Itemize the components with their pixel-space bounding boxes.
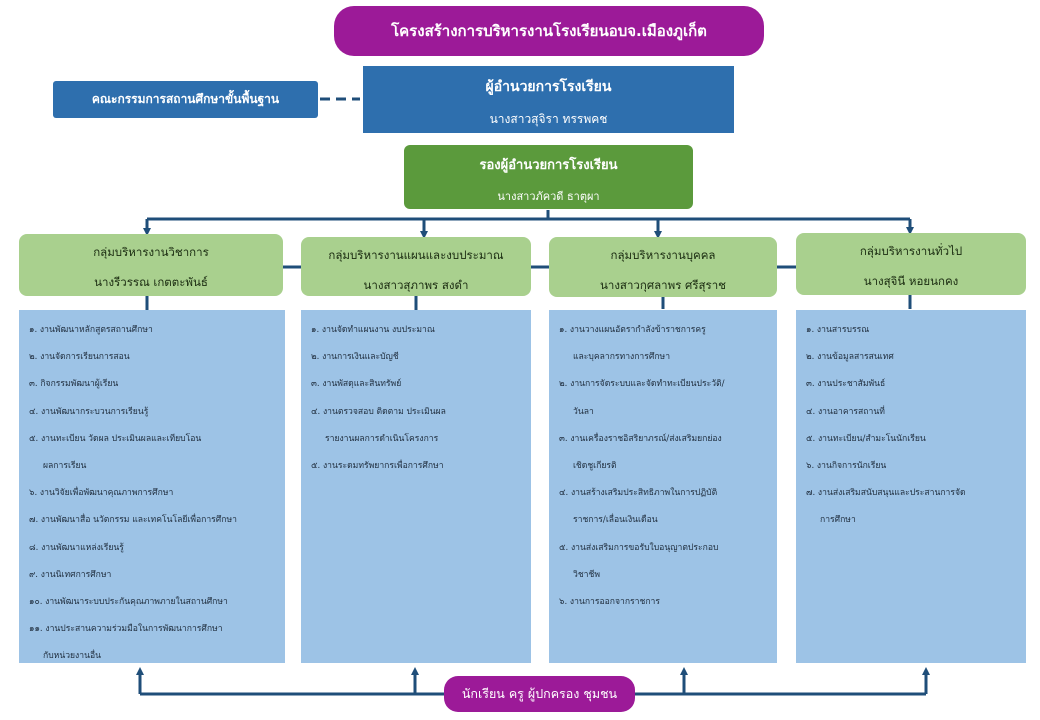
group-title: กลุ่มบริหารงานวิชาการ	[93, 245, 209, 259]
personnel-task-list: ๑. งานวางแผนอัตรากำลังข้าราชการครู และบุ…	[549, 310, 777, 663]
group-head: นางสุจินี หอยนกคง	[863, 274, 959, 288]
task-item: ๒. งานการเงินและบัญชี	[311, 352, 399, 363]
task-item: ๒. งานการจัดระบบและจัดทำทะเบียนประวัติ/	[559, 379, 725, 390]
task-item: ๕. งานทะเบียน วัดผล ประเมินผลและเทียบโอน	[29, 433, 202, 444]
task-item: ๖. งานการออกจากราชการ	[559, 597, 660, 608]
deputy-role: รองผู้อำนวยการโรงเรียน	[479, 158, 618, 173]
task-item: ๕. งานระดมทรัพยากรเพื่อการศึกษา	[311, 461, 444, 472]
task-item: ผลการเรียน	[43, 461, 87, 472]
general-task-list: ๑. งานสารบรรณ ๒. งานข้อมูลสารสนเทศ ๓. งา…	[796, 310, 1026, 663]
task-item: กับหน่วยงานอื่น	[43, 651, 101, 662]
task-item: ๙. งานนิเทศการศึกษา	[29, 569, 112, 580]
director-name: นางสาวสุจิรา ทรรพคช	[489, 112, 608, 126]
task-item: และบุคลากรทางการศึกษา	[573, 352, 671, 363]
director-role: ผู้อำนวยการโรงเรียน	[485, 79, 612, 95]
task-item: ๓. งานเครื่องราชอิสริยาภรณ์/ส่งเสริมยกย่…	[559, 433, 722, 444]
task-item: การศึกษา	[820, 515, 856, 526]
task-item: ๗. งานพัฒนาสื่อ นวัตกรรม และเทคโนโลยีเพื…	[29, 515, 237, 526]
budget-task-list: ๑. งานจัดทำแผนงาน งบประมาณ ๒. งานการเงิน…	[301, 310, 531, 663]
deputy-box: รองผู้อำนวยการโรงเรียน นางสาวภัควดี ธาตุ…	[404, 145, 693, 209]
group-head: นางสาวกุศลาพร ศรีสุราช	[600, 278, 726, 292]
chart-title: โครงสร้างการบริหารงานโรงเรียนอบจ.เมืองภู…	[334, 6, 764, 56]
task-item: ๔. งานอาคารสถานที่	[806, 406, 885, 417]
task-item: ๒. งานข้อมูลสารสนเทศ	[806, 352, 894, 363]
task-item: ๑. งานวางแผนอัตรากำลังข้าราชการครู	[559, 325, 706, 335]
task-item: ๑. งานจัดทำแผนงาน งบประมาณ	[311, 325, 435, 335]
task-item: ๔. งานตรวจสอบ ติดตาม ประเมินผล	[311, 406, 446, 417]
task-item: ๓. งานประชาสัมพันธ์	[806, 379, 886, 390]
group-title: กลุ่มบริหารงานทั่วไป	[859, 244, 963, 258]
deputy-name: นางสาวภัควดี ธาตุผา	[497, 190, 600, 203]
task-item: วิชาชีพ	[573, 569, 600, 580]
group-personnel-header: กลุ่มบริหารงานบุคคล นางสาวกุศลาพร ศรีสุร…	[549, 237, 777, 297]
task-item: รายงานผลการดำเนินโครงการ	[325, 433, 439, 444]
stakeholders-box: นักเรียน ครู ผู้ปกครอง ชุมชน	[444, 676, 635, 712]
task-item: เชิดชูเกียรติ	[573, 461, 617, 472]
task-item: ๑. งานพัฒนาหลักสูตรสถานศึกษา	[29, 325, 153, 335]
task-item: ๑๐. งานพัฒนาระบบประกันคุณภาพภายในสถานศึก…	[29, 597, 228, 608]
task-item: ๕. งานทะเบียน/สำมะโนนักเรียน	[806, 433, 926, 444]
academic-task-list: ๑. งานพัฒนาหลักสูตรสถานศึกษา ๒. งานจัดกา…	[19, 310, 285, 663]
task-item: ๓. กิจกรรมพัฒนาผู้เรียน	[29, 379, 119, 390]
director-box: ผู้อำนวยการโรงเรียน นางสาวสุจิรา ทรรพคช	[363, 66, 734, 133]
task-item: ๒. งานจัดการเรียนการสอน	[29, 352, 130, 363]
task-item: ราชการ/เลื่อนเงินเดือน	[573, 515, 658, 526]
task-item: ๔. งานสร้างเสริมประสิทธิภาพในการปฏิบัติ	[559, 488, 718, 499]
group-head: นางสาวสุภาพร สงดำ	[363, 278, 469, 292]
group-title: กลุ่มบริหารงานแผนและงบประมาณ	[328, 248, 504, 262]
task-item: ๖. งานกิจการนักเรียน	[806, 461, 887, 472]
task-item: ๖. งานวิจัยเพื่อพัฒนาคุณภาพการศึกษา	[29, 488, 174, 499]
task-item: ๘. งานพัฒนาแหล่งเรียนรู้	[29, 542, 124, 553]
group-title: กลุ่มบริหารงานบุคคล	[610, 248, 716, 262]
group-head: นางรีวรรณ เกตตะพันธ์	[94, 275, 208, 289]
task-item: ๗. งานส่งเสริมสนับสนุนและประสานการจัด	[806, 488, 966, 499]
group-general-header: กลุ่มบริหารงานทั่วไป นางสุจินี หอยนกคง	[796, 233, 1026, 295]
task-item: ๕. งานส่งเสริมการขอรับใบอนุญาตประกอบ	[559, 542, 719, 553]
task-item: ๓. งานพัสดุและสินทรัพย์	[311, 379, 402, 390]
task-item: ๑๑. งานประสานความร่วมมือในการพัฒนาการศึก…	[29, 624, 223, 635]
task-item: ๔. งานพัฒนากระบวนการเรียนรู้	[29, 406, 149, 417]
committee-box: คณะกรรมการสถานศึกษาขั้นพื้นฐาน	[53, 81, 318, 118]
task-item: ๑. งานสารบรรณ	[806, 325, 870, 335]
group-academic-header: กลุ่มบริหารงานวิชาการ นางรีวรรณ เกตตะพัน…	[19, 234, 283, 296]
group-budget-header: กลุ่มบริหารงานแผนและงบประมาณ นางสาวสุภาพ…	[301, 237, 531, 296]
task-item: วันลา	[573, 406, 594, 417]
